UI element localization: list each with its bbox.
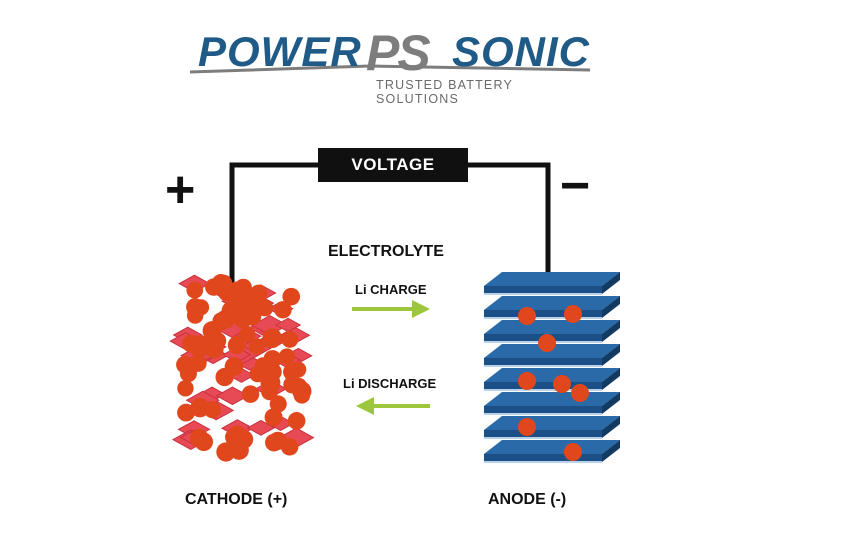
lithium-ion	[216, 442, 236, 462]
lithium-ion	[239, 326, 256, 343]
circuit-wire-left	[229, 162, 318, 300]
lithium-ion	[225, 428, 244, 447]
logo-tagline: TRUSTED BATTERY SOLUTIONS	[376, 78, 513, 106]
lithium-ion	[553, 375, 571, 393]
logo-word-sonic: SONIC	[452, 28, 591, 75]
lithium-ion	[262, 328, 283, 348]
lithium-ion	[230, 296, 249, 315]
lithium-ion	[264, 408, 283, 427]
lithium-ion	[191, 335, 212, 356]
anode-label: ANODE (-)	[488, 491, 567, 508]
negative-terminal-sign: −	[560, 157, 591, 215]
lithium-ion	[194, 432, 214, 452]
lithium-ion	[241, 385, 260, 403]
anode-layer	[484, 440, 620, 463]
lithium-ion	[227, 281, 247, 302]
lithium-ion	[212, 312, 231, 331]
charge-arrow	[352, 300, 430, 318]
charge-label: Li CHARGE	[355, 282, 427, 297]
anode-layer	[484, 392, 620, 415]
lithium-ion	[280, 437, 299, 456]
anode-layer	[484, 416, 620, 439]
lithium-ion	[248, 338, 266, 355]
logo-word-ps: PS	[366, 25, 431, 81]
anode-layer	[484, 296, 620, 319]
lithium-ion	[186, 307, 204, 324]
lithium-ion	[564, 305, 582, 323]
anode-layer	[484, 368, 620, 391]
lithium-ion	[208, 332, 227, 350]
lithium-ion	[274, 301, 292, 319]
cathode-label: CATHODE (+)	[185, 491, 288, 508]
lithium-ion	[564, 443, 582, 461]
lithium-ion	[282, 287, 301, 306]
cathode-cluster	[169, 274, 315, 462]
logo-word-power: POWER	[198, 28, 362, 75]
lithium-ion	[177, 380, 194, 397]
lithium-ion	[215, 367, 234, 387]
electrolyte-label: ELECTROLYTE	[328, 243, 444, 260]
positive-terminal-sign: +	[165, 161, 196, 219]
lithium-ion	[287, 412, 306, 430]
anode-stack	[484, 272, 620, 463]
circuit-wire-right	[468, 162, 551, 272]
lithium-ion	[243, 307, 262, 326]
logo-swoosh	[190, 64, 590, 74]
anode-layer	[484, 344, 620, 367]
lithium-ion	[518, 307, 536, 325]
lithium-ion	[518, 418, 536, 436]
lithium-ion	[290, 361, 307, 378]
powersonic-logo: POWER PS SONIC TRUSTED BATTERY SOLUTIONS	[190, 25, 600, 106]
discharge-label: Li DISCHARGE	[343, 376, 437, 391]
lithium-ion	[289, 377, 308, 396]
lithium-ion	[571, 384, 589, 402]
lithium-ion	[254, 357, 272, 374]
anode-layer	[484, 272, 620, 295]
lithium-ion	[227, 336, 246, 355]
lithium-ion	[538, 334, 556, 352]
lithium-ion	[281, 330, 299, 348]
lithium-ion	[190, 397, 210, 418]
lithium-ion	[205, 278, 223, 296]
lithium-ion	[186, 281, 204, 299]
lithium-ion	[269, 395, 287, 413]
lithium-ion	[278, 348, 296, 365]
voltage-box: VOLTAGE	[318, 148, 468, 182]
lithium-ion	[244, 292, 264, 311]
lithium-ion	[265, 433, 283, 452]
discharge-arrow	[356, 397, 430, 415]
lithium-ion	[176, 355, 194, 374]
lithium-ion	[518, 372, 536, 390]
